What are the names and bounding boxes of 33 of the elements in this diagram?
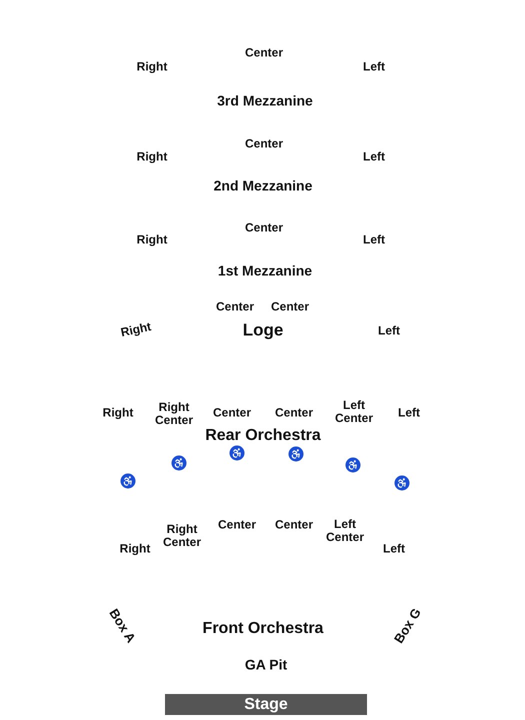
section-label: Center bbox=[213, 406, 251, 420]
section-label: Center bbox=[245, 137, 283, 151]
section-label: Left bbox=[378, 324, 400, 338]
section-label: Center bbox=[216, 300, 254, 314]
section-label: Left bbox=[398, 406, 420, 420]
section-label: Right Center bbox=[162, 522, 202, 550]
section-label: GA Pit bbox=[244, 657, 288, 673]
section-label: Left Center bbox=[324, 518, 365, 544]
section-label: Right Center bbox=[154, 400, 194, 428]
section-label: 2nd Mezzanine bbox=[214, 178, 312, 194]
section-label: Center bbox=[245, 46, 283, 60]
section-label: Center bbox=[275, 406, 313, 420]
section-label: 3rd Mezzanine bbox=[217, 93, 313, 109]
section-label: Center bbox=[275, 518, 313, 532]
section-label: Left bbox=[363, 60, 385, 74]
section-label: Center bbox=[218, 518, 256, 532]
section-label: 1st Mezzanine bbox=[218, 263, 312, 279]
section-label: Right bbox=[136, 60, 168, 74]
section-label: Right bbox=[120, 542, 150, 556]
section-label: Center bbox=[271, 300, 309, 314]
section-label: Left Center bbox=[334, 398, 374, 426]
stage-bar: Stage bbox=[165, 694, 367, 715]
section-label: Left bbox=[363, 150, 385, 164]
section-label: Rear Orchestra bbox=[205, 427, 321, 445]
section-label: Front Orchestra bbox=[202, 620, 324, 638]
section-label: Loge bbox=[242, 322, 284, 340]
section-label: Right bbox=[136, 150, 168, 164]
section-label: Right bbox=[102, 406, 134, 420]
section-label: Center bbox=[245, 221, 283, 235]
section-label: Right bbox=[120, 320, 152, 340]
section-label: Left bbox=[363, 233, 385, 247]
section-label: Right bbox=[136, 233, 168, 247]
section-label: Left bbox=[383, 542, 405, 556]
